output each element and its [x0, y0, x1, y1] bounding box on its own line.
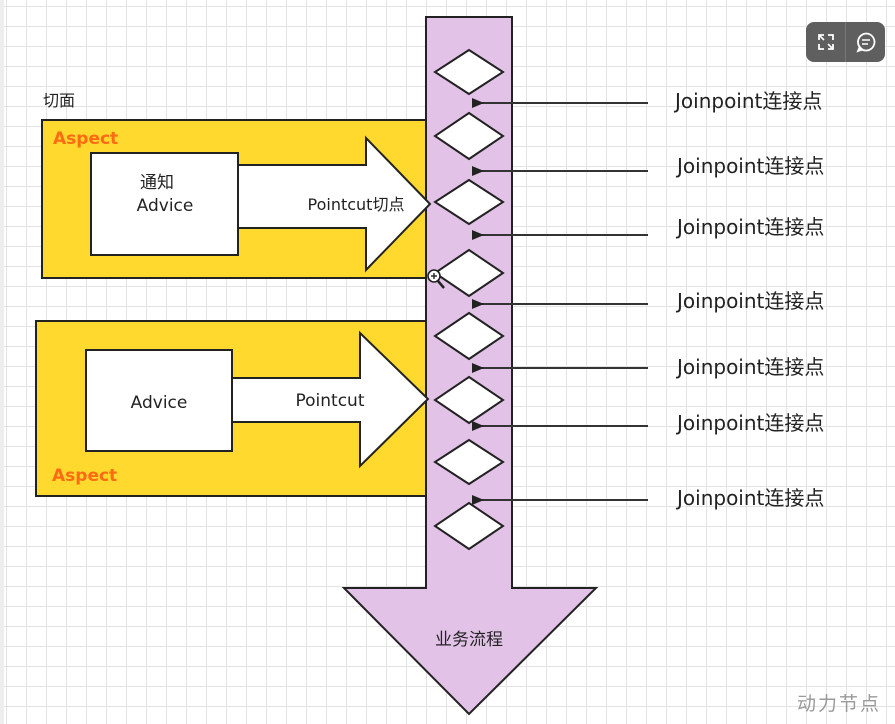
watermark-text: 动力节点	[796, 693, 881, 715]
advice-top-label-en: Advice	[137, 196, 194, 216]
joinpoint-diamond	[433, 48, 505, 96]
aspect-top-label: Aspect	[53, 129, 118, 149]
view-toolbar	[806, 22, 885, 62]
joinpoint-label: Joinpoint连接点	[675, 154, 824, 178]
joinpoint-diamond	[433, 501, 505, 551]
advice-bottom-label: Advice	[131, 393, 188, 413]
pointcut-top-label: Pointcut切点	[308, 195, 405, 214]
section-title: 切面	[43, 91, 75, 110]
joinpoint-label: Joinpoint连接点	[675, 355, 824, 379]
comment-button[interactable]	[845, 22, 885, 62]
joinpoint-label: Joinpoint连接点	[675, 215, 824, 239]
joinpoint-diamond	[433, 248, 505, 298]
pointcut-bottom-arrow	[231, 330, 430, 469]
left-frame-edge	[0, 0, 4, 724]
joinpoint-arrows	[472, 98, 648, 505]
advice-top-box	[90, 152, 239, 256]
joinpoint-label: Joinpoint连接点	[675, 289, 824, 313]
joinpoint-diamond	[433, 111, 505, 161]
business-flow-label: 业务流程	[435, 630, 503, 650]
advice-top-label-cn: 通知	[140, 173, 174, 193]
pointcut-top-arrow	[237, 135, 432, 273]
zoom-cursor-icon	[427, 269, 445, 289]
comment-icon	[855, 32, 875, 53]
joinpoint-label: Joinpoint连接点	[675, 411, 824, 435]
joinpoint-diamond	[433, 178, 505, 226]
aspect-bottom-label: Aspect	[52, 466, 117, 486]
expand-icon	[817, 34, 834, 50]
joinpoint-label: Joinpoint连接点	[673, 89, 822, 113]
joinpoint-diamond	[433, 375, 505, 425]
business-flow-arrow	[341, 16, 599, 716]
pointcut-bottom-label: Pointcut	[296, 391, 365, 411]
joinpoint-diamond	[433, 438, 505, 486]
joinpoint-diamond	[433, 311, 505, 361]
expand-button[interactable]	[806, 22, 845, 62]
joinpoint-label: Joinpoint连接点	[675, 486, 824, 510]
joinpoint-diamonds	[433, 48, 505, 551]
advice-bottom-box	[85, 349, 233, 452]
